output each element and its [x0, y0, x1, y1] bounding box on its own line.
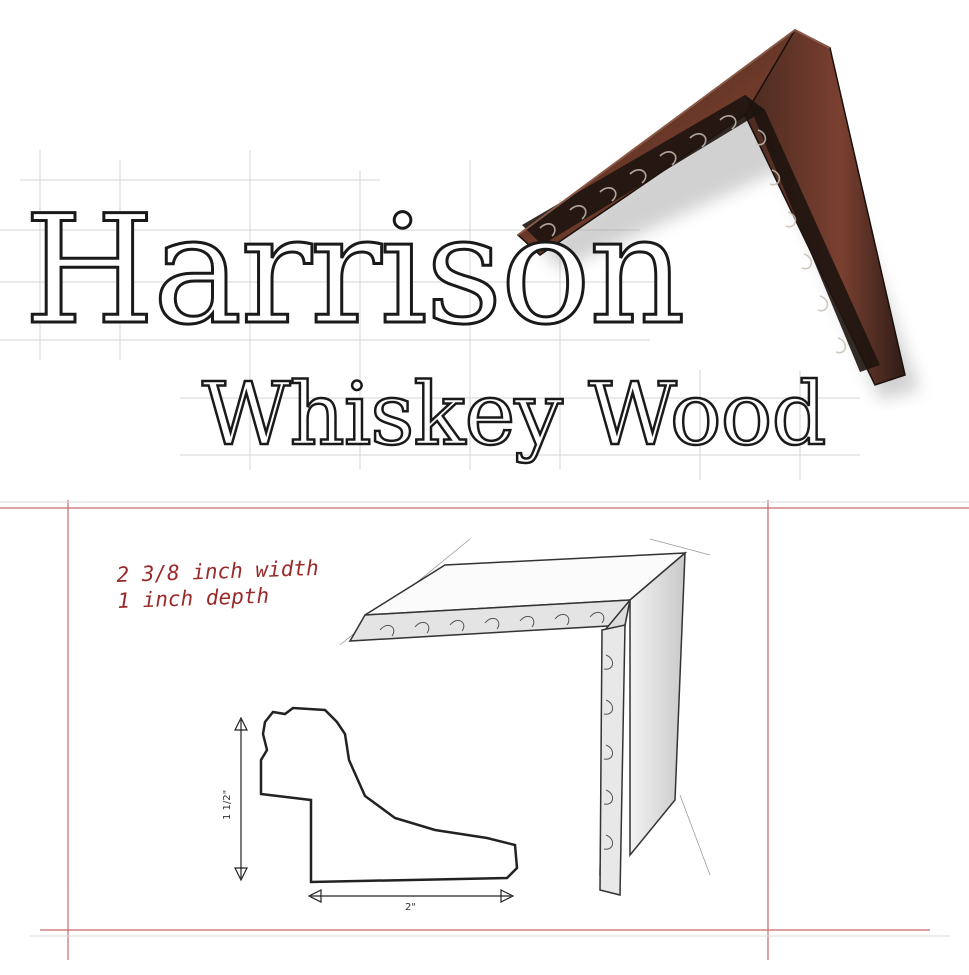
profile-width-label: 2" [405, 902, 416, 913]
product-finish: Whiskey Wood [201, 365, 828, 465]
profile-height-label: 1 1/2" [222, 789, 233, 820]
profile-sketch [234, 706, 519, 903]
spec-notes: 2 3/8 inch width 1 inch depth [116, 555, 320, 614]
frame-corner-photo [516, 29, 920, 400]
spec-sheet-border [0, 500, 969, 960]
product-title: Harrison [23, 184, 688, 358]
corner-sketch [339, 538, 711, 896]
